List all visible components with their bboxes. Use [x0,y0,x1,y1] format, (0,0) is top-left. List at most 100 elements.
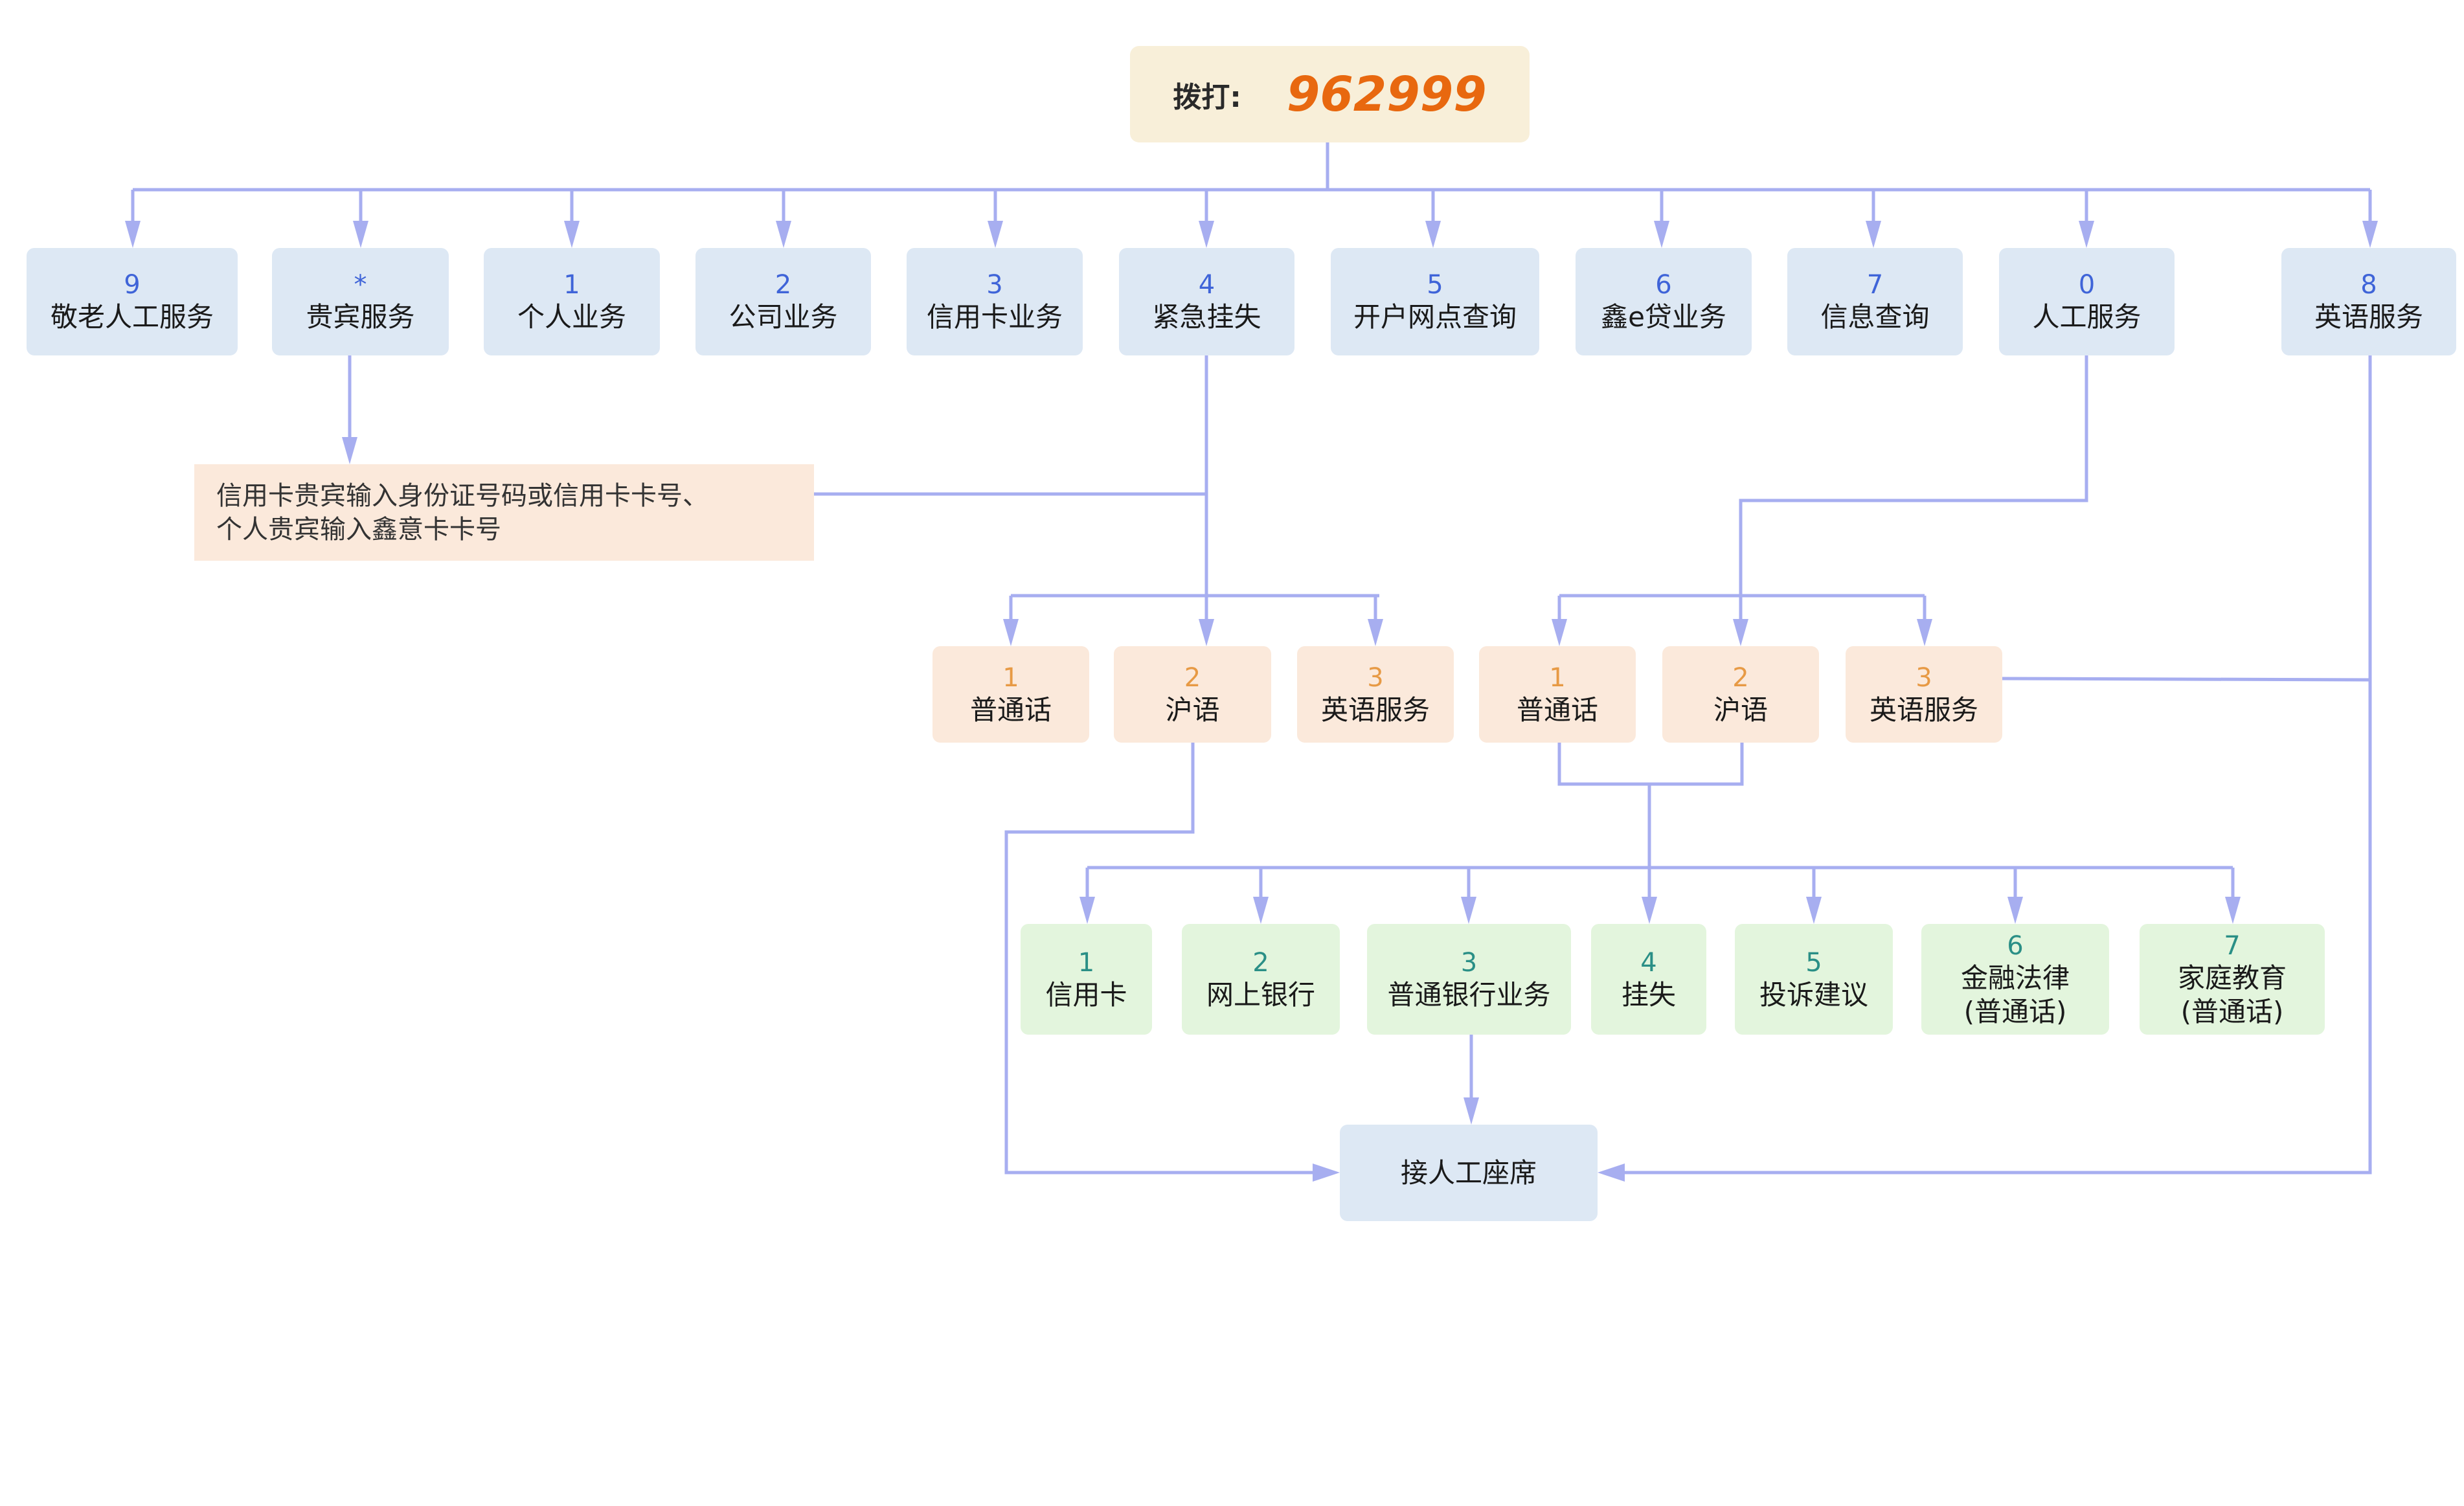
menu-option-english-service: 8 英语服务 [2281,248,2456,355]
option-key: 3 [1367,662,1384,693]
arrowhead-icon [1642,897,1657,924]
menu-option-emergency-loss-report: 4 紧急挂失 [1119,248,1294,355]
menu-option-vip-service: * 贵宾服务 [272,248,449,355]
arrowhead-icon [1654,221,1669,248]
option-key: 1 [1549,662,1566,693]
menu-option-corporate-business: 2 公司业务 [695,248,871,355]
option-key: 2 [1252,947,1269,978]
arrowhead-icon [1199,221,1214,248]
option-key: * [354,270,367,300]
merge-connector [1557,743,1744,786]
arrowhead-icon [1253,897,1269,924]
arrowhead-icon [2079,221,2094,248]
service-option-general-banking: 3 普通银行业务 [1367,924,1571,1035]
arrowhead-icon [564,221,580,248]
arrowhead-icon [2007,897,2023,924]
option-label: 英语服务 [1869,693,1978,726]
option-label: 贵宾服务 [306,301,415,333]
option-key: 6 [2007,930,2024,961]
arrowhead-icon [1313,1163,1340,1182]
option-label: 普通银行业务 [1387,978,1551,1011]
service-option-family-education: 7 家庭教育 (普通话) [2140,924,2325,1035]
service-option-financial-law: 6 金融法律 (普通话) [1921,924,2109,1035]
option-label: 普通话 [1516,693,1598,726]
option-key: 3 [986,270,1003,300]
vip-instruction-note: 信用卡贵宾输入身份证号码或信用卡卡号、 个人贵宾输入鑫意卡卡号 [194,464,814,561]
option-label: 信用卡 [1045,978,1127,1011]
arrowhead-icon [988,221,1003,248]
option-key: 7 [2224,930,2241,961]
option-key: 1 [563,270,580,300]
arrowhead-icon [125,221,141,248]
service-option-complaints: 5 投诉建议 [1735,924,1893,1035]
option-label: 投诉建议 [1759,978,1868,1011]
menu-option-branch-lookup: 5 开户网点查询 [1331,248,1539,355]
language-option-mandarin: 1 普通话 [932,646,1089,743]
arrowhead-icon [1003,619,1019,646]
option-label: 普通话 [969,693,1052,726]
arrowhead-icon [1425,221,1441,248]
option-key: 5 [1427,270,1443,300]
language-option-mandarin: 1 普通话 [1479,646,1636,743]
arrowhead-icon [1733,619,1748,646]
arrowhead-icon [1866,221,1881,248]
option-label: 公司业务 [729,301,838,333]
option-key: 4 [1198,270,1215,300]
option-label: 紧急挂失 [1152,301,1261,333]
option-key: 0 [2078,270,2096,300]
option-key: 1 [1078,947,1095,978]
option-key: 9 [124,270,141,300]
option-key: 2 [1732,662,1749,693]
dial-number-box: 拨打: 962999 [1130,46,1530,142]
service-option-credit-card: 1 信用卡 [1021,924,1152,1035]
option-key: 1 [1002,662,1019,693]
menu-option-xin-e-loan: 6 鑫e贷业务 [1576,248,1752,355]
language-option-english: 3 英语服务 [1846,646,2002,743]
option-label: 英语服务 [2314,301,2423,333]
arrowhead-icon [1464,1097,1479,1125]
arrowhead-icon [1552,619,1567,646]
menu-option-human-service: 0 人工服务 [1999,248,2175,355]
menu-option-credit-card: 3 信用卡业务 [907,248,1083,355]
option-label: 沪语 [1713,693,1768,726]
language-option-english: 3 英语服务 [1297,646,1454,743]
arrowhead-icon [1368,619,1383,646]
dial-label: 拨打: [1173,80,1241,114]
arrowhead-icon [1199,619,1214,646]
menu-option-info-query: 7 信息查询 [1787,248,1963,355]
option-label: 人工服务 [2032,301,2142,333]
option-key: 5 [1805,947,1822,978]
option-key: 4 [1640,947,1657,978]
language-option-shanghainese: 2 沪语 [1662,646,1819,743]
option-label: 金融法律 (普通话) [1960,961,2070,1028]
dial-number: 962999 [1286,66,1487,122]
option-label: 网上银行 [1206,978,1315,1011]
option-label: 信用卡业务 [926,301,1063,333]
arrowhead-icon [342,437,357,464]
arrowhead-icon [1079,897,1095,924]
option-key: 3 [1916,662,1932,693]
menu-option-personal-business: 1 个人业务 [484,248,660,355]
arrowhead-icon [1917,619,1932,646]
option-label: 个人业务 [517,301,626,333]
option-key: 8 [2360,270,2377,300]
english-to-agent [1622,355,2372,1174]
language-option-shanghainese: 2 沪语 [1114,646,1271,743]
option-label: 沪语 [1165,693,1220,726]
arrowhead-icon [1461,897,1476,924]
arrowhead-icon [2362,221,2378,248]
option-label: 英语服务 [1320,693,1430,726]
shanghainese-to-agent [1004,743,1315,1174]
human-service-connector [1739,355,2088,596]
option-key: 2 [774,270,792,300]
english-connector [2002,677,2371,682]
option-label: 敬老人工服务 [50,301,214,333]
option-label: 信息查询 [1820,301,1930,333]
option-key: 6 [1655,270,1672,300]
option-label: 开户网点查询 [1353,301,1517,333]
option-key: 7 [1866,270,1884,300]
option-key: 2 [1184,662,1201,693]
option-label: 家庭教育 (普通话) [2177,961,2287,1028]
arrowhead-icon [1806,897,1822,924]
